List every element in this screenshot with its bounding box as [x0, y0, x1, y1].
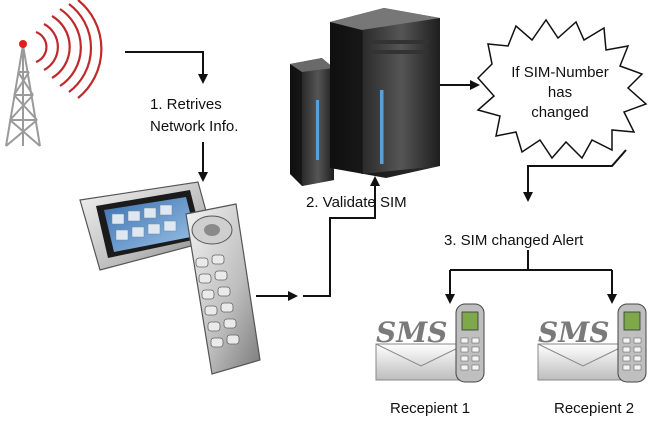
recipient-1-label: Recepient 1 — [390, 400, 471, 417]
signal-waves — [35, 0, 103, 99]
connector-tower-to-label — [125, 51, 208, 84]
connector-alert-to-recipients — [445, 250, 617, 304]
step1-label-line2: Network Info. — [150, 118, 239, 135]
step2-label: 2. Validate SIM — [306, 194, 407, 211]
sms-badge-1: SMS — [376, 316, 448, 349]
condition-line3: changed — [531, 104, 589, 121]
sms-envelope-icon — [375, 303, 485, 383]
step3-label: 3. SIM changed Alert — [444, 232, 584, 249]
smartphone-icon — [79, 181, 261, 375]
condition-line2: has — [547, 84, 573, 101]
condition-line1: If SIM-Number — [511, 64, 609, 81]
sms-badge-2: SMS — [538, 316, 610, 349]
step1-label: 1. Retrives — [150, 96, 222, 113]
recipient-2-label: Recepient 2 — [554, 400, 635, 417]
connector-condition-to-alert — [523, 149, 627, 202]
cell-tower-icon — [5, 40, 41, 147]
starburst-icon — [476, 18, 648, 160]
sms-envelope-icon — [537, 303, 647, 383]
connector-phone-to-server — [256, 176, 380, 301]
server-icon — [290, 8, 440, 186]
